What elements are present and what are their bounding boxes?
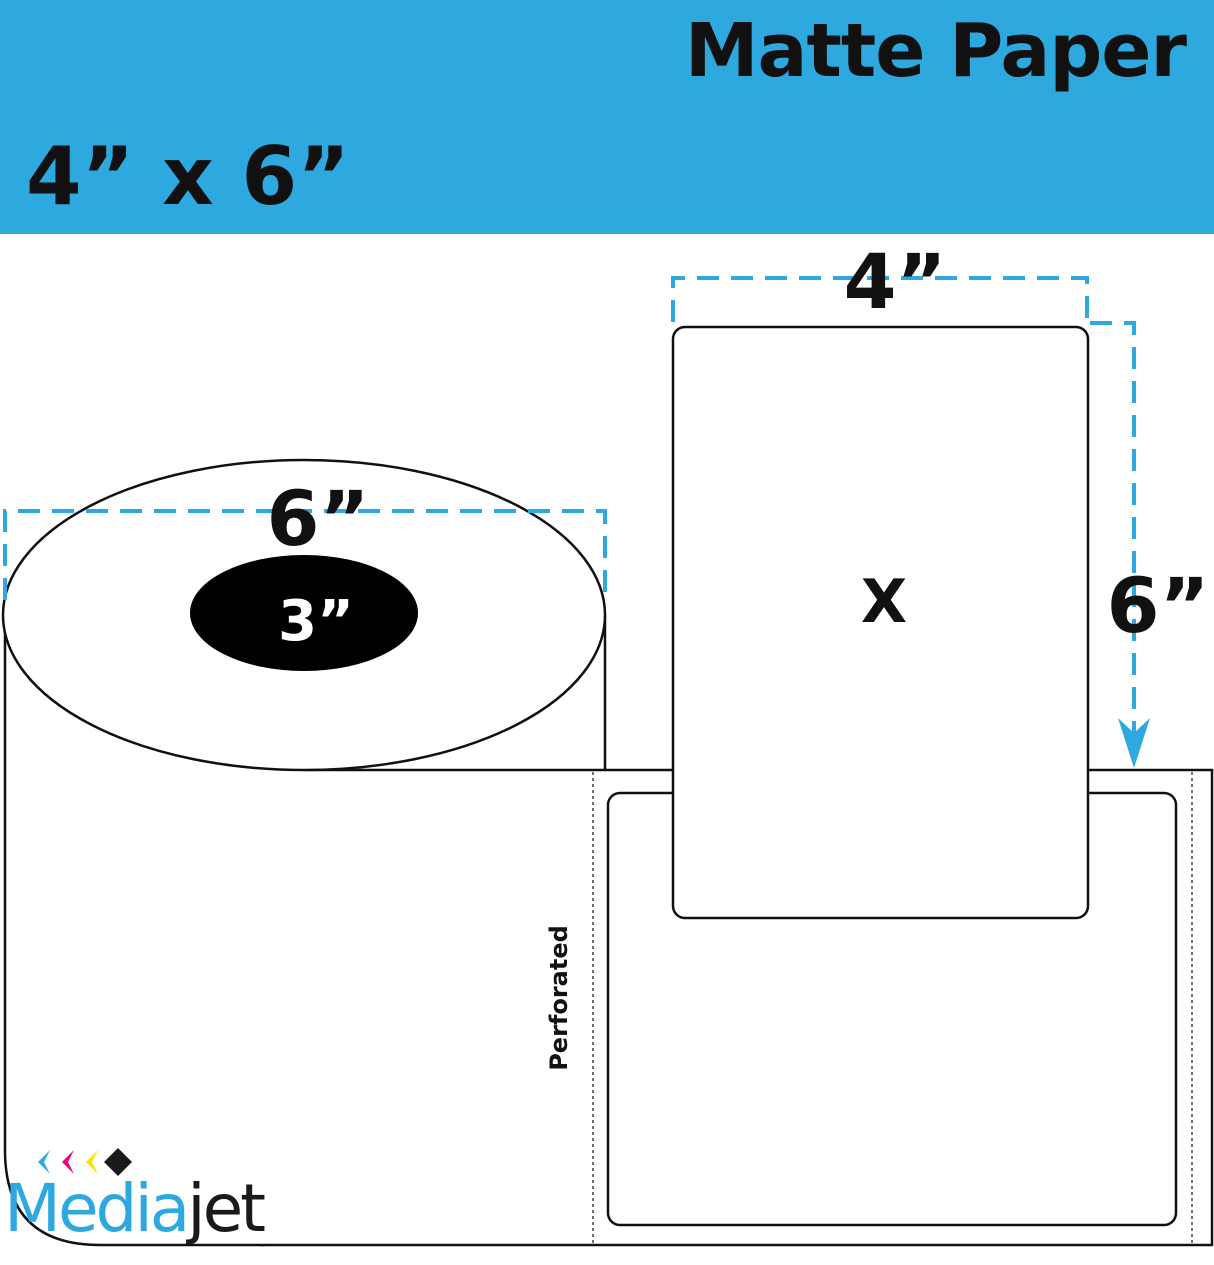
label-width-label: 4”	[844, 237, 947, 326]
roll-width-dimension	[3, 509, 607, 600]
brand-logo: Mediajet	[4, 1176, 266, 1242]
roll-core	[190, 555, 418, 671]
brand-name-media: Media	[4, 1170, 190, 1247]
label-height-dimension	[1090, 321, 1136, 740]
brand-diamond-yellow	[86, 1150, 98, 1174]
brand-diamond-magenta	[62, 1150, 74, 1174]
product-size: 4” x 6”	[26, 130, 350, 223]
brand-icon	[38, 1148, 132, 1176]
header-banner: Matte Paper 4” x 6”	[0, 0, 1214, 234]
label-height-arrowhead	[1118, 718, 1150, 768]
label-height-label: 6”	[1107, 561, 1210, 650]
front-label	[671, 325, 1090, 920]
label-width-dimension	[671, 276, 1089, 322]
label-center-mark: X	[861, 567, 907, 637]
brand-diamond-cyan	[38, 1150, 50, 1174]
brand-diamond-black	[104, 1148, 132, 1176]
roll-body-outline	[3, 615, 265, 1247]
roll-width-label: 6”	[267, 474, 370, 563]
perforated-label: Perforated	[545, 925, 573, 1071]
brand-name-jet: jet	[187, 1170, 266, 1247]
product-title: Matte Paper	[684, 8, 1187, 94]
core-diameter-label: 3”	[278, 589, 354, 654]
